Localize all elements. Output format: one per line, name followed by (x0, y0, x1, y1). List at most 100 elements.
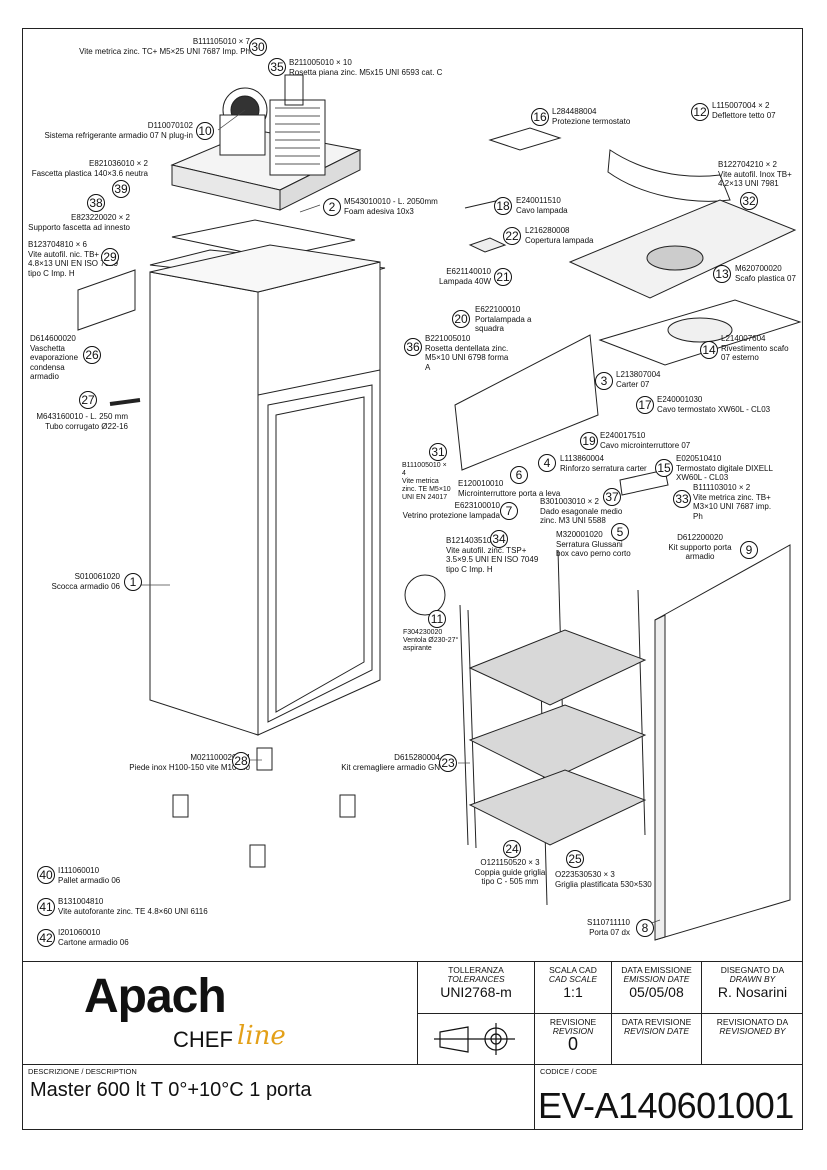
chef-logo: CHEF (173, 1027, 233, 1052)
drawing-frame (22, 28, 803, 1130)
rack-drawing (459, 549, 647, 906)
part-number-28: 28 (232, 752, 250, 770)
part-number-2: 2 (323, 198, 341, 216)
code-value: EV-A140601001 (538, 1085, 794, 1126)
description-value: Master 600 lt T 0°+10°C 1 porta (30, 1079, 312, 1101)
part-number-9: 9 (740, 541, 758, 559)
part-number-13: 13 (713, 265, 731, 283)
part-number-17: 17 (636, 396, 654, 414)
part-number-41: 41 (37, 898, 55, 916)
part-number-33: 33 (673, 490, 691, 508)
part-number-31: 31 (429, 443, 447, 461)
projection-symbol-icon (434, 1023, 515, 1055)
part-number-29: 29 (101, 248, 119, 266)
part-number-19: 19 (580, 432, 598, 450)
part-number-14: 14 (700, 341, 718, 359)
foam-gasket-drawing (171, 219, 356, 259)
part-number-22: 22 (503, 227, 521, 245)
feet-drawing (172, 747, 356, 868)
part-number-24: 24 (503, 840, 521, 858)
projection-symbol-cell (417, 1013, 534, 1064)
part-number-5: 5 (611, 523, 629, 541)
part-number-38: 38 (87, 194, 105, 212)
part-number-11: 11 (428, 610, 446, 628)
part-number-18: 18 (494, 197, 512, 215)
cabinet-body-drawing (149, 244, 381, 736)
part-number-40: 40 (37, 866, 55, 884)
part-number-16: 16 (531, 108, 549, 126)
part-number-32: 32 (740, 192, 758, 210)
part-number-1: 1 (124, 573, 142, 591)
part-number-23: 23 (439, 754, 457, 772)
part-number-27: 27 (79, 391, 97, 409)
part-number-25: 25 (566, 850, 584, 868)
apach-logo: Apach (84, 970, 227, 1023)
part-number-8: 8 (636, 919, 654, 937)
part-number-15: 15 (655, 459, 673, 477)
code-label: CODICE / CODE (540, 1067, 598, 1076)
part-number-7: 7 (500, 502, 518, 520)
refrigeration-unit-drawing (170, 74, 362, 211)
part-number-34: 34 (490, 530, 508, 548)
code-cell (534, 1064, 803, 1130)
part-number-4: 4 (538, 454, 556, 472)
part-number-39: 39 (112, 180, 130, 198)
part-number-42: 42 (37, 929, 55, 947)
door-drawing (654, 544, 791, 941)
part-number-36: 36 (404, 338, 422, 356)
part-number-20: 20 (452, 310, 470, 328)
corrugated-tube-drawing (109, 398, 141, 406)
part-number-37: 37 (603, 488, 621, 506)
exploded-view-drawing (77, 74, 802, 941)
carter-drawing (454, 334, 599, 471)
part-number-26: 26 (83, 346, 101, 364)
line-logo: line (237, 1021, 286, 1051)
part-number-10: 10 (196, 122, 214, 140)
description-label: DESCRIZIONE / DESCRIPTION (28, 1067, 137, 1076)
part-number-12: 12 (691, 103, 709, 121)
